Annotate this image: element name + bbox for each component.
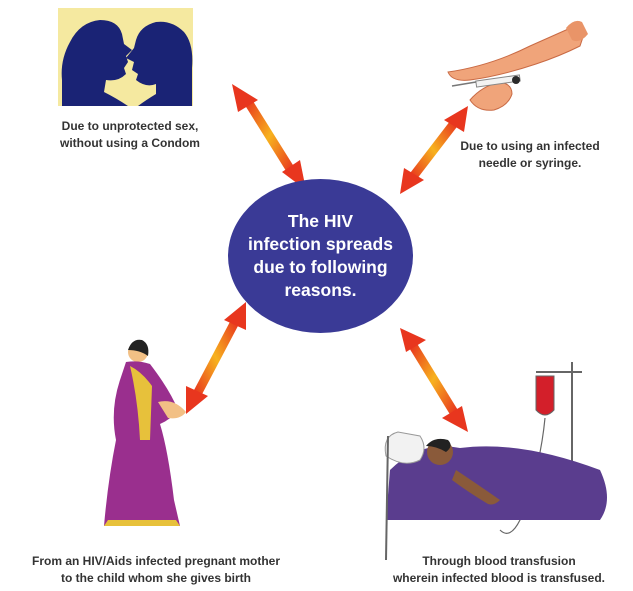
caption-line: From an HIV/Aids infected pregnant mothe… [4,553,308,570]
pregnant-mother-icon [104,340,186,526]
center-topic: The HIV infection spreads due to followi… [228,179,413,333]
center-line: due to following [248,256,393,279]
arrow-bottom-left [186,302,246,414]
center-line: reasons. [248,279,393,302]
caption-unprotected-sex: Due to unprotected sex, without using a … [40,118,220,152]
center-topic-text: The HIV infection spreads due to followi… [248,210,393,302]
caption-blood-transfusion: Through blood transfusion wherein infect… [368,553,630,587]
caption-line: needle or syringe. [432,155,628,172]
caption-line: without using a Condom [40,135,220,152]
couple-silhouette-icon [58,8,193,106]
arrow-top-left [232,84,306,190]
caption-infected-needle: Due to using an infected needle or syrin… [432,138,628,172]
caption-line: wherein infected blood is transfused. [368,570,630,587]
caption-line: Due to using an infected [432,138,628,155]
caption-line: Through blood transfusion [368,553,630,570]
center-line: infection spreads [248,233,393,256]
caption-line: to the child whom she gives birth [4,570,308,587]
caption-line: Due to unprotected sex, [40,118,220,135]
caption-mother-to-child: From an HIV/Aids infected pregnant mothe… [4,553,308,587]
syringe-injection-icon [448,21,588,110]
arrow-bottom-right [400,328,468,432]
blood-transfusion-icon [385,362,607,560]
center-line: The HIV [248,210,393,233]
